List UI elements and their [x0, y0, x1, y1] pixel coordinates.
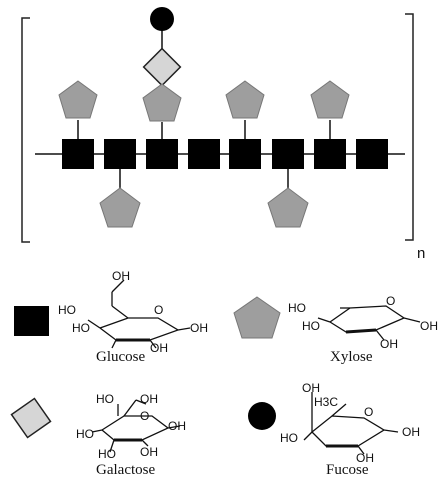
glucose-residue: [146, 139, 178, 169]
xylose-oh-right: OH: [420, 319, 438, 333]
xylose-residue: [99, 187, 141, 228]
fucose-o: O: [364, 405, 373, 419]
fucose-h3c: H3C: [314, 395, 338, 409]
legend-xylose-pentagon: [233, 296, 281, 339]
galactose-oh-top: OH: [140, 392, 158, 406]
galactose-oh-right: OH: [168, 419, 186, 433]
xylose-ho-top: HO: [288, 301, 306, 315]
legend-glucose-square: [14, 306, 49, 336]
glucose-o: O: [154, 303, 163, 317]
glucose-oh-right: OH: [190, 321, 208, 335]
xylose-residue: [142, 83, 182, 122]
right-bracket: [405, 13, 414, 241]
glucose-residue: [62, 139, 94, 169]
xylose-oh-bottom: OH: [380, 337, 398, 351]
glucose-oh-bottom: OH: [150, 341, 168, 355]
galactose-oh-bottom: OH: [140, 445, 158, 459]
glucose-residue: [272, 139, 304, 169]
fucose-label: Fucose: [326, 462, 369, 478]
fucose-structure: [303, 392, 399, 455]
glucose-residue: [188, 139, 220, 169]
galactose-ho-top: HO: [96, 392, 114, 406]
glucose-oh-top: OH: [112, 269, 130, 283]
legend-galactose-diamond: [10, 397, 52, 439]
glucose-residue: [356, 139, 388, 169]
xylose-residue: [310, 80, 350, 119]
galactose-ho-bottom: HO: [98, 447, 116, 461]
galactose-structure: [91, 399, 181, 453]
glucose-residue: [314, 139, 346, 169]
glucose-label: Glucose: [96, 349, 145, 365]
glucose-backbone: [62, 139, 388, 169]
galactose-residue: [142, 47, 182, 87]
glucose-structure: [87, 279, 191, 349]
xylose-residue: [225, 80, 265, 119]
fucose-oh-bottom: OH: [356, 451, 374, 465]
xylose-label: Xylose: [330, 349, 373, 365]
xylose-ho-left: HO: [302, 319, 320, 333]
xylose-residue: [58, 80, 98, 119]
glucose-ho-mid: HO: [72, 321, 90, 335]
xylose-residue: [267, 187, 309, 228]
repeat-subscript: n: [417, 245, 425, 262]
xylose-structure: [317, 305, 421, 341]
glucose-ho-left: HO: [58, 303, 76, 317]
galactose-ho-left: HO: [76, 427, 94, 441]
glucose-residue: [104, 139, 136, 169]
galactose-label: Galactose: [96, 462, 155, 478]
fucose-ho-left: HO: [280, 431, 298, 445]
galactose-o: O: [140, 409, 149, 423]
legend-fucose-circle: [248, 402, 276, 430]
glucose-residue: [229, 139, 261, 169]
fucose-oh-top: OH: [302, 381, 320, 395]
xylose-o: O: [386, 294, 395, 308]
left-bracket: [21, 17, 30, 243]
fucose-residue: [150, 7, 174, 31]
fucose-oh-right: OH: [402, 425, 420, 439]
